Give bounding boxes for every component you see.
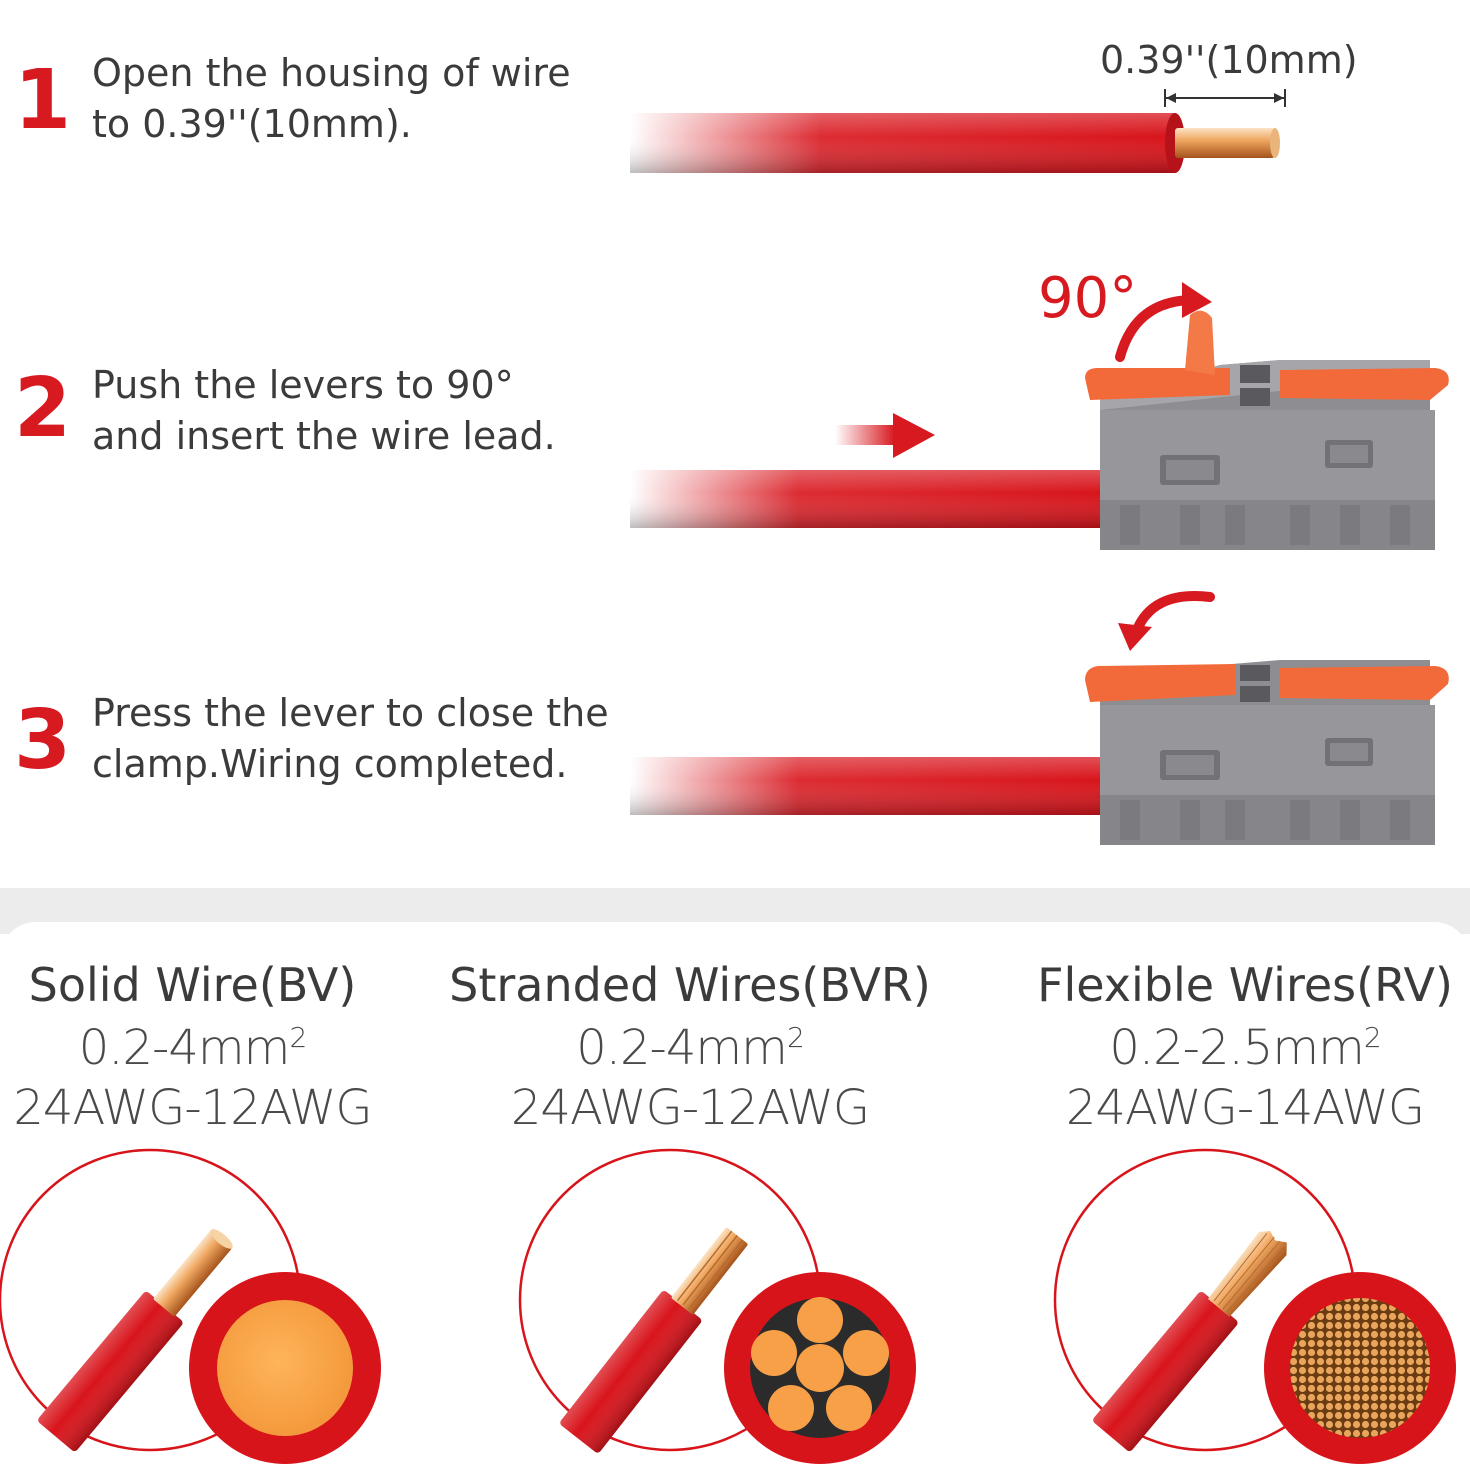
- step-instruction-line: Open the housing of wire: [92, 51, 571, 95]
- dimension-arrow-icon: [1164, 89, 1286, 107]
- strip-length-label: 0.39''(10mm): [1100, 38, 1358, 82]
- cross-section-value: 0.2-2.5mm: [1109, 1020, 1365, 1076]
- connector-open-lever-icon: [1085, 310, 1449, 550]
- stripped-wire-icon: [630, 113, 1280, 173]
- insert-direction-arrow-icon: [835, 413, 935, 458]
- step-number: 2: [14, 361, 72, 456]
- step-instruction-line: Push the levers to 90°: [92, 363, 514, 407]
- wire-type-title: Solid Wire(BV): [28, 958, 357, 1012]
- step-instruction: Push the levers to 90° and insert the wi…: [92, 360, 556, 462]
- wire-cross-section: 0.2-4mm2: [430, 1020, 950, 1076]
- step-number: 1: [14, 53, 72, 148]
- wire-awg-range: 24AWG-14AWG: [1065, 1080, 1425, 1136]
- wire-type-title: Flexible Wires(RV): [1037, 958, 1453, 1012]
- connector-closed-lever-icon: [1085, 660, 1449, 845]
- cross-section-unit-exponent: 2: [786, 1021, 805, 1054]
- cross-section-value: 0.2-4mm: [576, 1020, 788, 1076]
- wire-icon: [630, 757, 1110, 815]
- step-number: 3: [14, 693, 72, 788]
- wire-icon: [630, 470, 1110, 528]
- angle-label: 90°: [1038, 266, 1138, 331]
- stranded-wire-icon: [518, 1148, 916, 1464]
- step-instruction: Press the lever to close the clamp.Wirin…: [92, 688, 609, 790]
- step-instruction-line: to 0.39''(10mm).: [92, 102, 412, 146]
- cross-section-value: 0.2-4mm: [78, 1020, 291, 1076]
- wire-cross-section: 0.2-2.5mm2: [1020, 1020, 1470, 1076]
- wire-awg-range: 24AWG-12AWG: [13, 1080, 372, 1136]
- step-instruction-line: clamp.Wiring completed.: [92, 742, 568, 786]
- rotate-down-arrow-icon: [1118, 591, 1215, 651]
- wire-awg-range: 24AWG-12AWG: [510, 1080, 870, 1136]
- solid-wire-icon: [0, 1148, 381, 1464]
- step-instruction-line: and insert the wire lead.: [92, 414, 556, 458]
- wire-cross-section: 0.2-4mm2: [0, 1020, 385, 1076]
- wire-type-title: Stranded Wires(BVR): [449, 958, 931, 1012]
- step-instruction-line: Press the lever to close the: [92, 691, 609, 735]
- rotate-up-arrow-icon: [1115, 282, 1212, 362]
- cross-section-unit-exponent: 2: [1363, 1021, 1382, 1054]
- cross-section-unit-exponent: 2: [289, 1021, 307, 1054]
- flexible-wire-icon: [1053, 1148, 1456, 1464]
- step-instruction: Open the housing of wire to 0.39''(10mm)…: [92, 48, 571, 150]
